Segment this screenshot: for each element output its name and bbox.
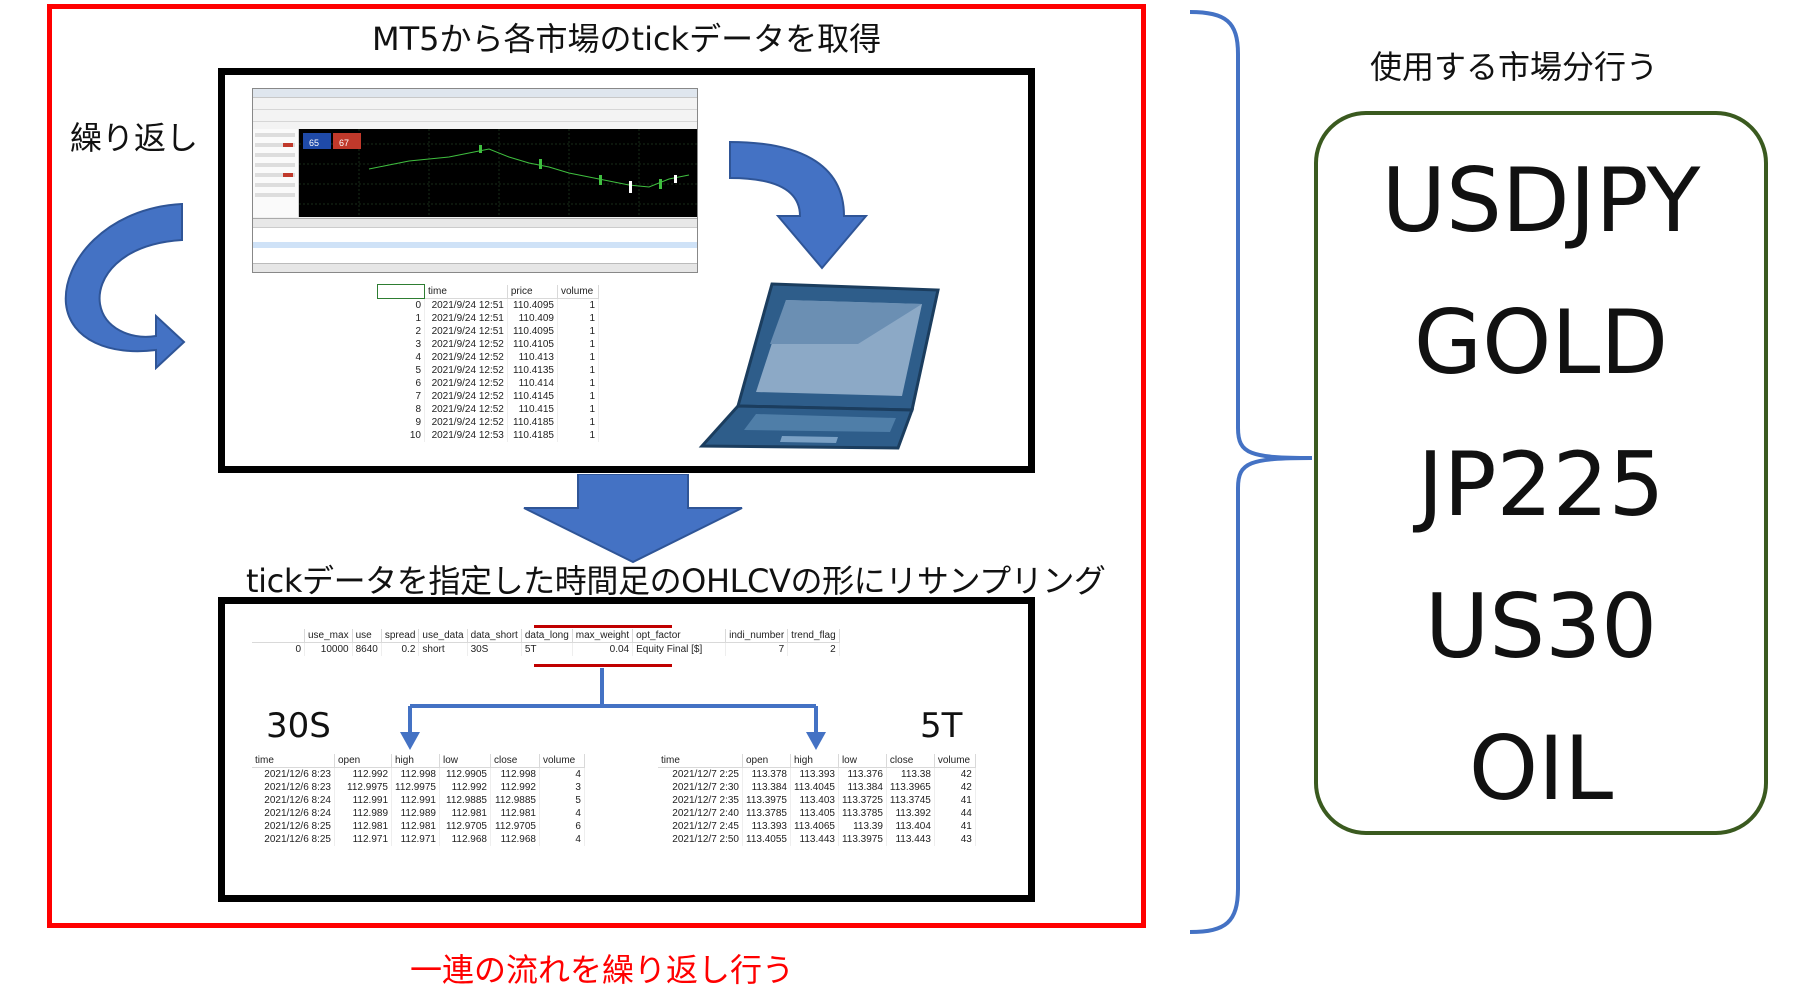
process-down-arrow-icon [523,474,743,564]
tick-header-index [377,284,425,299]
download-arrow-icon [729,140,869,270]
repeat-flow-caption: 一連の流れを繰り返し行う [410,951,795,989]
param-header-data-short: data_short [467,629,522,643]
mt5-status-bar [253,263,697,272]
markets-box [1314,111,1768,835]
param-value-data-long: 5T [521,642,573,656]
tick-header-time: time [424,284,508,299]
repeat-label: 繰り返し [70,119,199,157]
curly-brace-icon [1189,10,1313,934]
label-5t: 5T [920,706,963,746]
tick-header-row: time price volume [377,284,600,299]
label-30s: 30S [266,706,331,746]
markets-list: USDJPY GOLD JP225 US30 OIL [1314,130,1768,840]
mt5-market-watch [253,129,299,217]
markets-title: 使用する市場分行う [1370,48,1659,86]
top-title: MT5から各市場のtickデータを取得 [372,20,882,58]
param-value-data-short: 30S [467,642,522,656]
market-oil: OIL [1468,717,1614,820]
ohlcv-5t-header-row: time open high low close volume [658,754,976,768]
mt5-chart: 65 67 [299,129,697,217]
mt5-bid-quote: 65 [309,138,319,148]
repeat-arrow-icon [64,202,186,370]
tick-header-volume: volume [557,284,600,299]
param-header-row: use_max use spread use_data data_short d… [252,629,840,643]
process-frame [47,4,1146,928]
market-usdjpy: USDJPY [1381,149,1701,252]
split-arrow-icon [400,668,826,750]
mt5-menu-bar [253,98,697,110]
mt5-title-bar [253,89,697,98]
selection-bottom-line [534,664,672,667]
table-row: 0 10000 8640 0.2 short 30S 5T 0.04 Equit… [252,642,840,656]
ohlcv-5t-table: time open high low close volume 2021/12/… [658,754,976,846]
selection-top-line [534,625,672,628]
mt5-toolbar [253,110,697,122]
mt5-screenshot: 65 67 [252,88,698,273]
ohlcv-30s-header-row: time open high low close volume [252,754,585,768]
ohlcv-30s-table: time open high low close volume 2021/12/… [252,754,585,846]
param-header-data-long: data_long [521,629,573,643]
param-table: use_max use spread use_data data_short d… [252,629,840,656]
market-us30: US30 [1424,575,1658,678]
laptop-icon [698,282,940,450]
tick-header-price: price [507,284,558,299]
market-jp225: JP225 [1417,433,1665,536]
resample-title: tickデータを指定した時間足のOHLCVの形にリサンプリング [246,562,1106,600]
mt5-ask-quote: 67 [339,138,349,148]
market-gold: GOLD [1413,291,1669,394]
